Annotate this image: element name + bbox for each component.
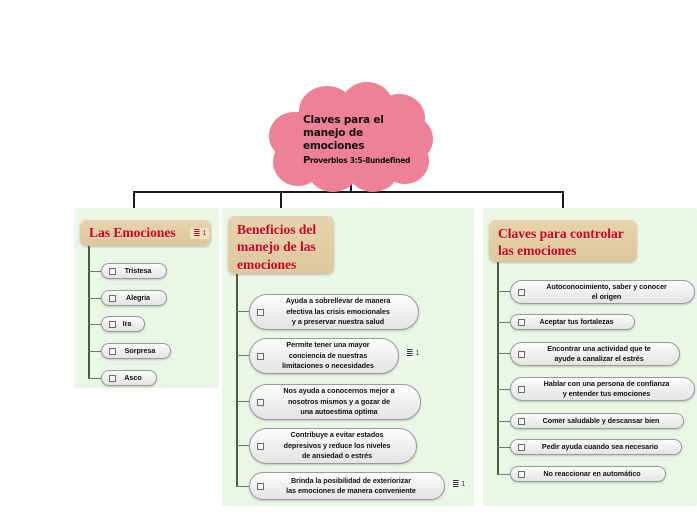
connector-drop-left [133, 191, 135, 223]
list-item-label: Autoconocimiento, saber y conocer el ori… [546, 281, 667, 301]
list-item-label: No reaccionar en automático [543, 468, 641, 478]
subconnector-h [497, 353, 511, 355]
checkbox-icon[interactable] [518, 288, 525, 296]
root-title: Claves para el manejo de emociones [303, 114, 384, 152]
list-item[interactable]: Encontrar una actividad que te ayude a c… [510, 342, 680, 366]
badge-beneficios-item5[interactable]: ≣ 1 [449, 479, 469, 490]
root-node-cloud[interactable]: Claves para el manejo de emociones Prove… [269, 82, 433, 192]
list-item[interactable]: Asco [101, 370, 157, 386]
branch-title-beneficios: Beneficios del manejo de las emociones [237, 222, 317, 272]
list-item-label: Brinda la posibilidad de exteriorizar la… [286, 475, 416, 495]
subconnector-h [497, 421, 511, 423]
subconnector-h [497, 474, 511, 476]
subconnector-h [497, 447, 511, 449]
list-item[interactable]: Alegria [101, 290, 167, 306]
subconnector-h [236, 401, 250, 403]
list-item[interactable]: Comer saludable y descansar bien [510, 413, 684, 429]
subconnector-h [88, 378, 102, 380]
checkbox-icon[interactable] [518, 385, 525, 393]
subconnector-h [88, 324, 102, 326]
checkbox-icon[interactable] [109, 320, 116, 328]
list-item[interactable]: Contribuye a evitar estados depresivos y… [249, 428, 417, 464]
subconnector-vertical-1 [88, 246, 90, 378]
checkbox-icon[interactable] [109, 267, 116, 275]
list-item-label: Ayuda a sobrellevar de manera efectiva l… [285, 296, 391, 327]
checkbox-icon[interactable] [109, 347, 116, 355]
list-item[interactable]: Pedir ayuda cuando sea necesario [510, 439, 682, 455]
checkbox-icon[interactable] [518, 470, 525, 478]
list-item[interactable]: Brinda la posibilidad de exteriorizar la… [249, 472, 445, 500]
root-subtitle-rest: roverbios 3:5-8undefined [310, 156, 411, 166]
list-item-label: Nos ayuda a conocernos mejor a nosotros … [283, 386, 395, 417]
badge-las-emociones[interactable]: ≣ 1 [190, 228, 210, 239]
list-item[interactable]: Hablar con una persona de confianza y en… [510, 377, 695, 401]
cloud-body [283, 108, 419, 170]
list-item[interactable]: Aceptar tus fortalezas [510, 314, 635, 330]
subconnector-vertical-2 [236, 274, 238, 486]
badge-beneficios-item2[interactable]: ≣ 1 [403, 348, 423, 359]
branch-header-claves-controlar[interactable]: Claves para controlar las emociones [489, 220, 637, 262]
list-item-label: Alegria [125, 292, 151, 302]
list-icon: ≣ [193, 228, 201, 238]
list-item-label: Tristesa [124, 265, 152, 275]
list-item-label: Comer saludable y descansar bien [542, 415, 660, 425]
list-item[interactable]: Permite tener una mayor conciencia de nu… [249, 338, 399, 374]
root-subtitle: Proverbios 3:5-8undefined [303, 155, 425, 167]
list-item-label: Ira [122, 318, 132, 328]
checkbox-icon[interactable] [518, 443, 525, 451]
connector-horizontal-bar [133, 191, 564, 193]
list-item-label: Permite tener una mayor conciencia de nu… [282, 340, 374, 371]
subconnector-vertical-3 [497, 262, 499, 474]
checkbox-icon[interactable] [518, 350, 525, 358]
list-item[interactable]: Ayuda a sobrellevar de manera efectiva l… [249, 294, 419, 330]
list-item[interactable]: Sorpresa [101, 343, 171, 359]
checkbox-icon[interactable] [109, 374, 116, 382]
branch-header-las-emociones[interactable]: Las Emociones [80, 220, 211, 246]
checkbox-icon[interactable] [518, 318, 525, 326]
list-item[interactable]: No reaccionar en automático [510, 466, 666, 482]
badge-count: 1 [202, 230, 207, 237]
list-item[interactable]: Nos ayuda a conocernos mejor a nosotros … [249, 384, 421, 420]
checkbox-icon[interactable] [257, 352, 264, 360]
subconnector-h [236, 355, 250, 357]
subconnector-h [88, 298, 102, 300]
checkbox-icon[interactable] [257, 308, 264, 316]
list-item-label: Encontrar una actividad que te ayude a c… [547, 343, 651, 363]
checkbox-icon[interactable] [257, 482, 264, 490]
list-item-label: Hablar con una persona de confianza y en… [543, 378, 670, 398]
list-item-label: Sorpresa [124, 345, 156, 355]
root-subtitle-cap: P [303, 155, 311, 167]
checkbox-icon[interactable] [257, 442, 264, 450]
list-icon: ≣ [452, 479, 460, 489]
checkbox-icon[interactable] [109, 294, 116, 302]
list-item[interactable]: Tristesa [101, 263, 167, 279]
list-item-label: Asco [124, 372, 142, 382]
connector-drop-middle [280, 191, 282, 217]
list-item[interactable]: Autoconocimiento, saber y conocer el ori… [510, 280, 695, 304]
list-item[interactable]: Ira [101, 316, 145, 332]
subconnector-h [236, 445, 250, 447]
branch-header-beneficios[interactable]: Beneficios del manejo de las emociones [228, 216, 334, 274]
root-node-text: Claves para el manejo de emociones Prove… [303, 114, 425, 168]
subconnector-h [497, 389, 511, 391]
badge-count: 1 [415, 350, 420, 357]
subconnector-h [497, 291, 511, 293]
list-item-label: Aceptar tus fortalezas [539, 316, 614, 326]
subconnector-h [497, 322, 511, 324]
connector-drop-right [562, 191, 564, 221]
subconnector-h [88, 351, 102, 353]
subconnector-h [88, 271, 102, 273]
branch-title-claves-controlar: Claves para controlar las emociones [498, 226, 624, 259]
subconnector-h [236, 311, 250, 313]
list-icon: ≣ [406, 348, 414, 358]
checkbox-icon[interactable] [257, 398, 264, 406]
list-item-label: Pedir ayuda cuando sea necesario [541, 441, 659, 451]
badge-count: 1 [461, 481, 466, 488]
checkbox-icon[interactable] [518, 417, 525, 425]
subconnector-h [236, 486, 250, 488]
branch-title-las-emociones: Las Emociones [89, 225, 176, 241]
list-item-label: Contribuye a evitar estados depresivos y… [283, 430, 391, 461]
